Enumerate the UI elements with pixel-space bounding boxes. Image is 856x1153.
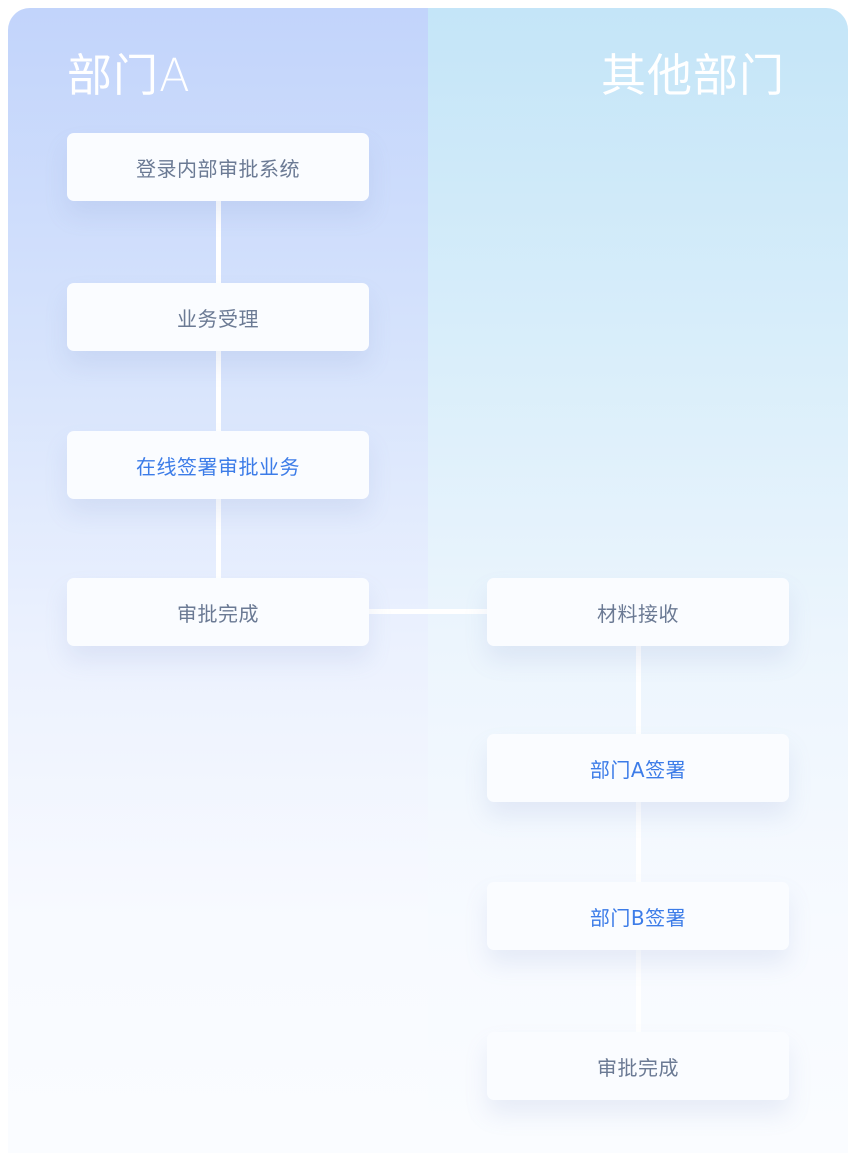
lane-title-other-departments: 其他部门: [600, 49, 785, 102]
step-approval-complete-other: 审批完成: [487, 1032, 789, 1100]
step-dept-a-sign: 部门A签署: [487, 734, 789, 802]
connector-left-1: [216, 201, 221, 283]
flowchart-panel: 部门A 其他部门 登录内部审批系统 业务受理 在线签署审批业务 审批完成 材料接…: [8, 8, 848, 1153]
connector-left-3: [216, 499, 221, 579]
step-label: 材料接收: [597, 601, 679, 626]
connector-left-2: [216, 350, 221, 432]
step-label: 部门A签署: [589, 757, 687, 782]
connector-right-1: [636, 646, 641, 734]
connector-cross-lane: [369, 609, 487, 614]
step-login-system: 登录内部审批系统: [67, 133, 369, 201]
step-label: 在线签署审批业务: [136, 454, 300, 479]
step-label: 审批完成: [177, 601, 259, 626]
step-label: 登录内部审批系统: [136, 156, 300, 181]
step-business-acceptance: 业务受理: [67, 283, 369, 351]
step-approval-complete-a: 审批完成: [67, 578, 369, 646]
lane-title-department-a: 部门A: [67, 49, 191, 102]
step-label: 业务受理: [177, 306, 259, 331]
step-material-receipt: 材料接收: [487, 578, 789, 646]
step-label: 审批完成: [597, 1055, 679, 1080]
step-dept-b-sign: 部门B签署: [487, 882, 789, 950]
connector-right-3: [636, 950, 641, 1032]
step-online-sign-approval: 在线签署审批业务: [67, 431, 369, 499]
connector-right-2: [636, 801, 641, 883]
step-label: 部门B签署: [589, 905, 687, 930]
